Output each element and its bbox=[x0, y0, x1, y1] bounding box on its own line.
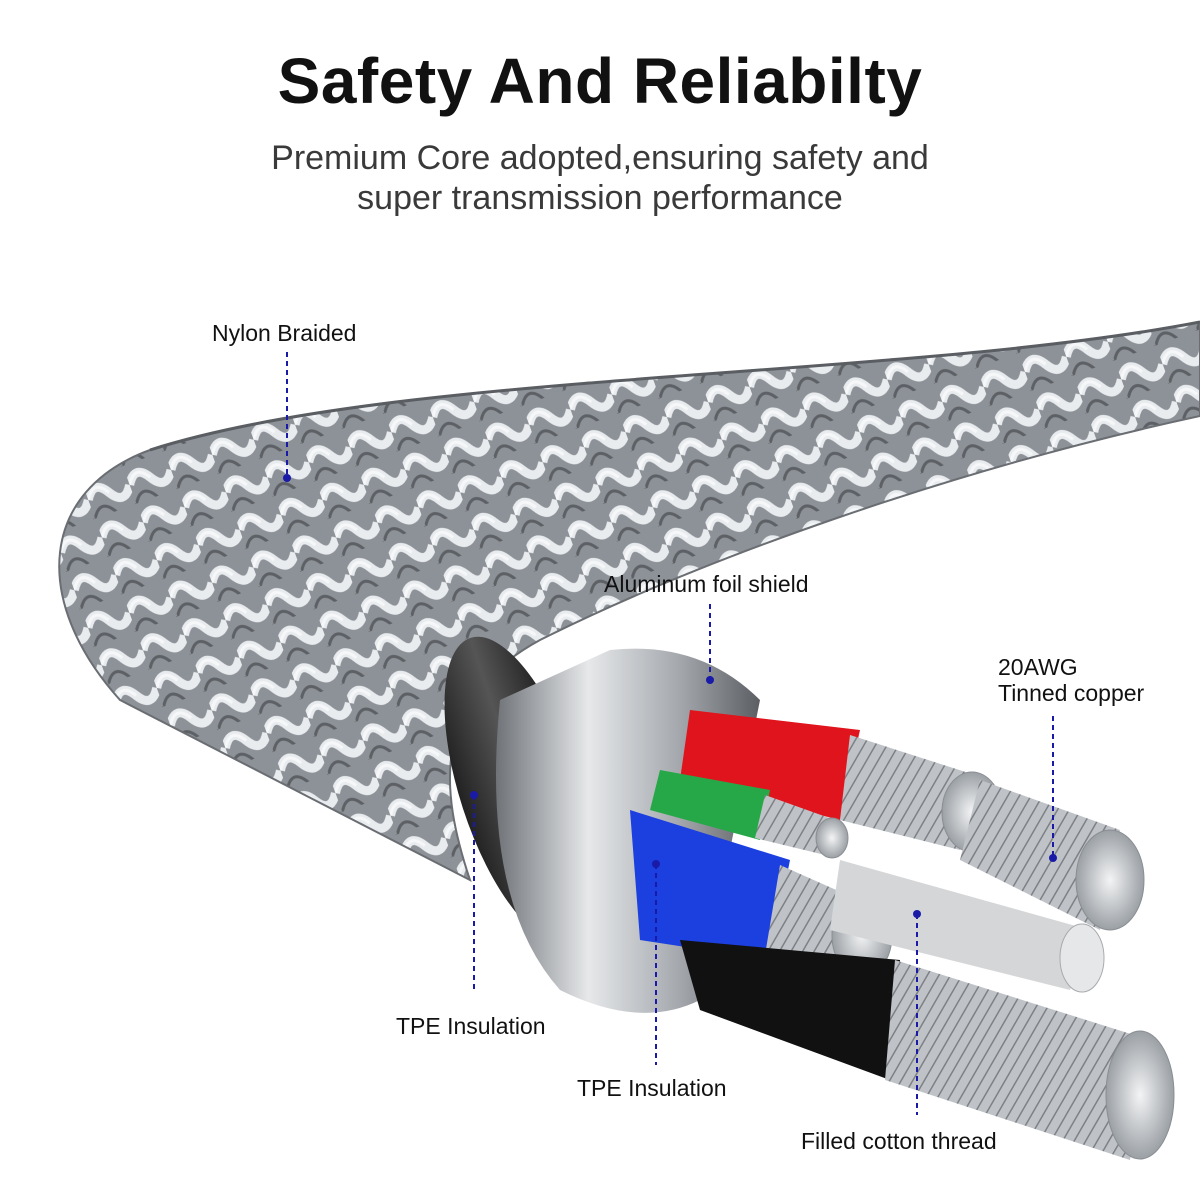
page-subtitle: Premium Core adopted,ensuring safety and… bbox=[0, 138, 1200, 218]
subtitle-line-2: super transmission performance bbox=[357, 179, 843, 217]
wire-green bbox=[650, 770, 770, 840]
label-tpe-insulation-outer: TPE Insulation bbox=[396, 1013, 546, 1039]
label-filled-cotton-thread: Filled cotton thread bbox=[801, 1128, 997, 1154]
wire-black-conductor bbox=[885, 960, 1175, 1160]
wire-red bbox=[680, 710, 860, 820]
label-nylon-braided: Nylon Braided bbox=[212, 320, 357, 346]
label-tpe-insulation-inner: TPE Insulation bbox=[577, 1075, 727, 1101]
wire-blue bbox=[630, 810, 790, 960]
label-20awg: 20AWG bbox=[998, 654, 1078, 680]
label-tinned-copper: Tinned copper bbox=[998, 680, 1145, 706]
label-aluminum-foil-shield: Aluminum foil shield bbox=[604, 571, 809, 597]
wire-green-conductor bbox=[755, 795, 849, 859]
cotton-filler bbox=[830, 860, 1105, 993]
tinned-copper-conductor bbox=[960, 780, 1145, 931]
wire-black bbox=[680, 940, 900, 1080]
subtitle-line-1: Premium Core adopted,ensuring safety and bbox=[271, 139, 929, 177]
page-title: Safety And Reliabilty bbox=[277, 45, 923, 117]
